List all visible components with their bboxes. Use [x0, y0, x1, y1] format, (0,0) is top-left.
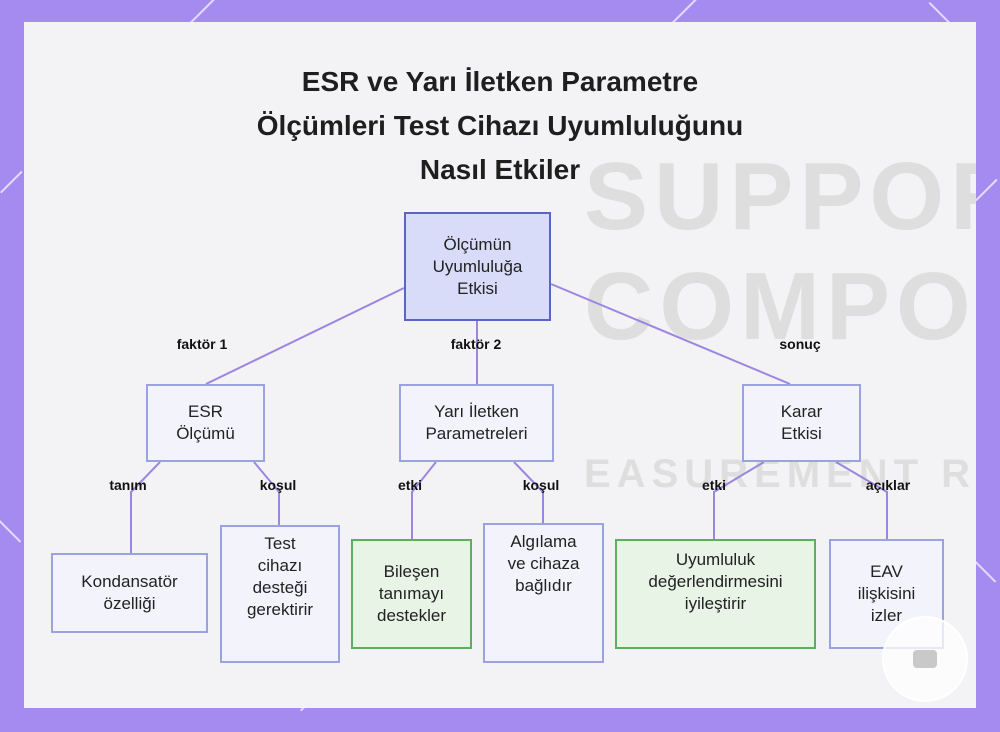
- edge-label-faktor1: faktör 1: [176, 336, 228, 352]
- node-component-id: Bileşen tanımayı destekler: [351, 539, 472, 649]
- title-line-2: Ölçümleri Test Cihazı Uyumluluğunu: [256, 110, 744, 141]
- edge-kosul2: [513, 461, 544, 523]
- title-line-3: Nasıl Etkiler: [419, 154, 581, 185]
- node-test-support: Test cihazı desteği gerektirir: [220, 525, 340, 663]
- node-compat-eval: Uyumluluk değerlendirmesini iyileştirir: [615, 539, 816, 649]
- edge-kosul1: [253, 461, 280, 525]
- node-root-label: Ölçümün Uyumluluğa Etkisi: [432, 234, 523, 298]
- edge-etki2: [713, 461, 765, 539]
- edge-label-faktor2: faktör 2: [450, 336, 502, 352]
- frame-decoration: [0, 520, 22, 543]
- connector-lines: [130, 283, 888, 553]
- node-compat-eval-label: Uyumluluk değerlendirmesini iyileştirir: [648, 550, 783, 613]
- node-esr-label: ESR Ölçümü: [176, 402, 235, 443]
- edge-tanim: [130, 461, 161, 553]
- node-root: Ölçümün Uyumluluğa Etkisi: [404, 212, 551, 321]
- edge-sonuc: [550, 283, 791, 385]
- diagram-title: ESR ve Yarı İletken Parametre Ölçümleri …: [24, 60, 976, 192]
- node-detection-label: Algılama ve cihaza bağlıdır: [507, 532, 580, 595]
- edge-label-etki: etki: [701, 477, 727, 493]
- frame-decoration: [672, 0, 702, 24]
- background-watermark: SUPPOR: [584, 143, 976, 250]
- node-esr: ESR Ölçümü: [146, 384, 265, 462]
- logo-badge: [882, 616, 968, 702]
- edge-etki1: [411, 461, 437, 539]
- node-capacitor: Kondansatör özelliği: [51, 553, 208, 633]
- logo-icon: [913, 650, 937, 668]
- frame-decoration: [973, 560, 997, 583]
- edge-label-etki: etki: [397, 477, 423, 493]
- node-eav-label: EAV ilişkisini izler: [857, 562, 916, 625]
- edge-label-kosul: koşul: [259, 477, 297, 493]
- node-semiconductor: Yarı İletken Parametreleri: [399, 384, 554, 462]
- edge-aciklar: [835, 461, 888, 539]
- edge-label-sonuc: sonuç: [779, 336, 821, 352]
- node-test-support-label: Test cihazı desteği gerektirir: [246, 534, 314, 619]
- frame-decoration: [0, 170, 23, 194]
- edge-label-tanim: tanım: [109, 477, 147, 493]
- diagram-card: SUPPOR COMPO EASUREMENT RA ESR ve Yarı İ…: [24, 22, 976, 708]
- edge-faktor1: [205, 287, 405, 385]
- node-component-id-label: Bileşen tanımayı destekler: [377, 562, 446, 625]
- node-eav: EAV ilişkisini izler: [829, 539, 944, 649]
- frame-decoration: [190, 0, 220, 24]
- node-decision-label: Karar Etkisi: [780, 402, 823, 443]
- node-capacitor-label: Kondansatör özelliği: [81, 572, 178, 613]
- background-watermark: COMPO: [584, 253, 976, 360]
- title-line-1: ESR ve Yarı İletken Parametre: [301, 66, 699, 97]
- node-semiconductor-label: Yarı İletken Parametreleri: [425, 402, 528, 443]
- edge-label-aciklar: açıklar: [865, 477, 911, 493]
- node-detection: Algılama ve cihaza bağlıdır: [483, 523, 604, 663]
- edge-label-kosul: koşul: [522, 477, 560, 493]
- frame-decoration: [975, 178, 998, 202]
- node-decision: Karar Etkisi: [742, 384, 861, 462]
